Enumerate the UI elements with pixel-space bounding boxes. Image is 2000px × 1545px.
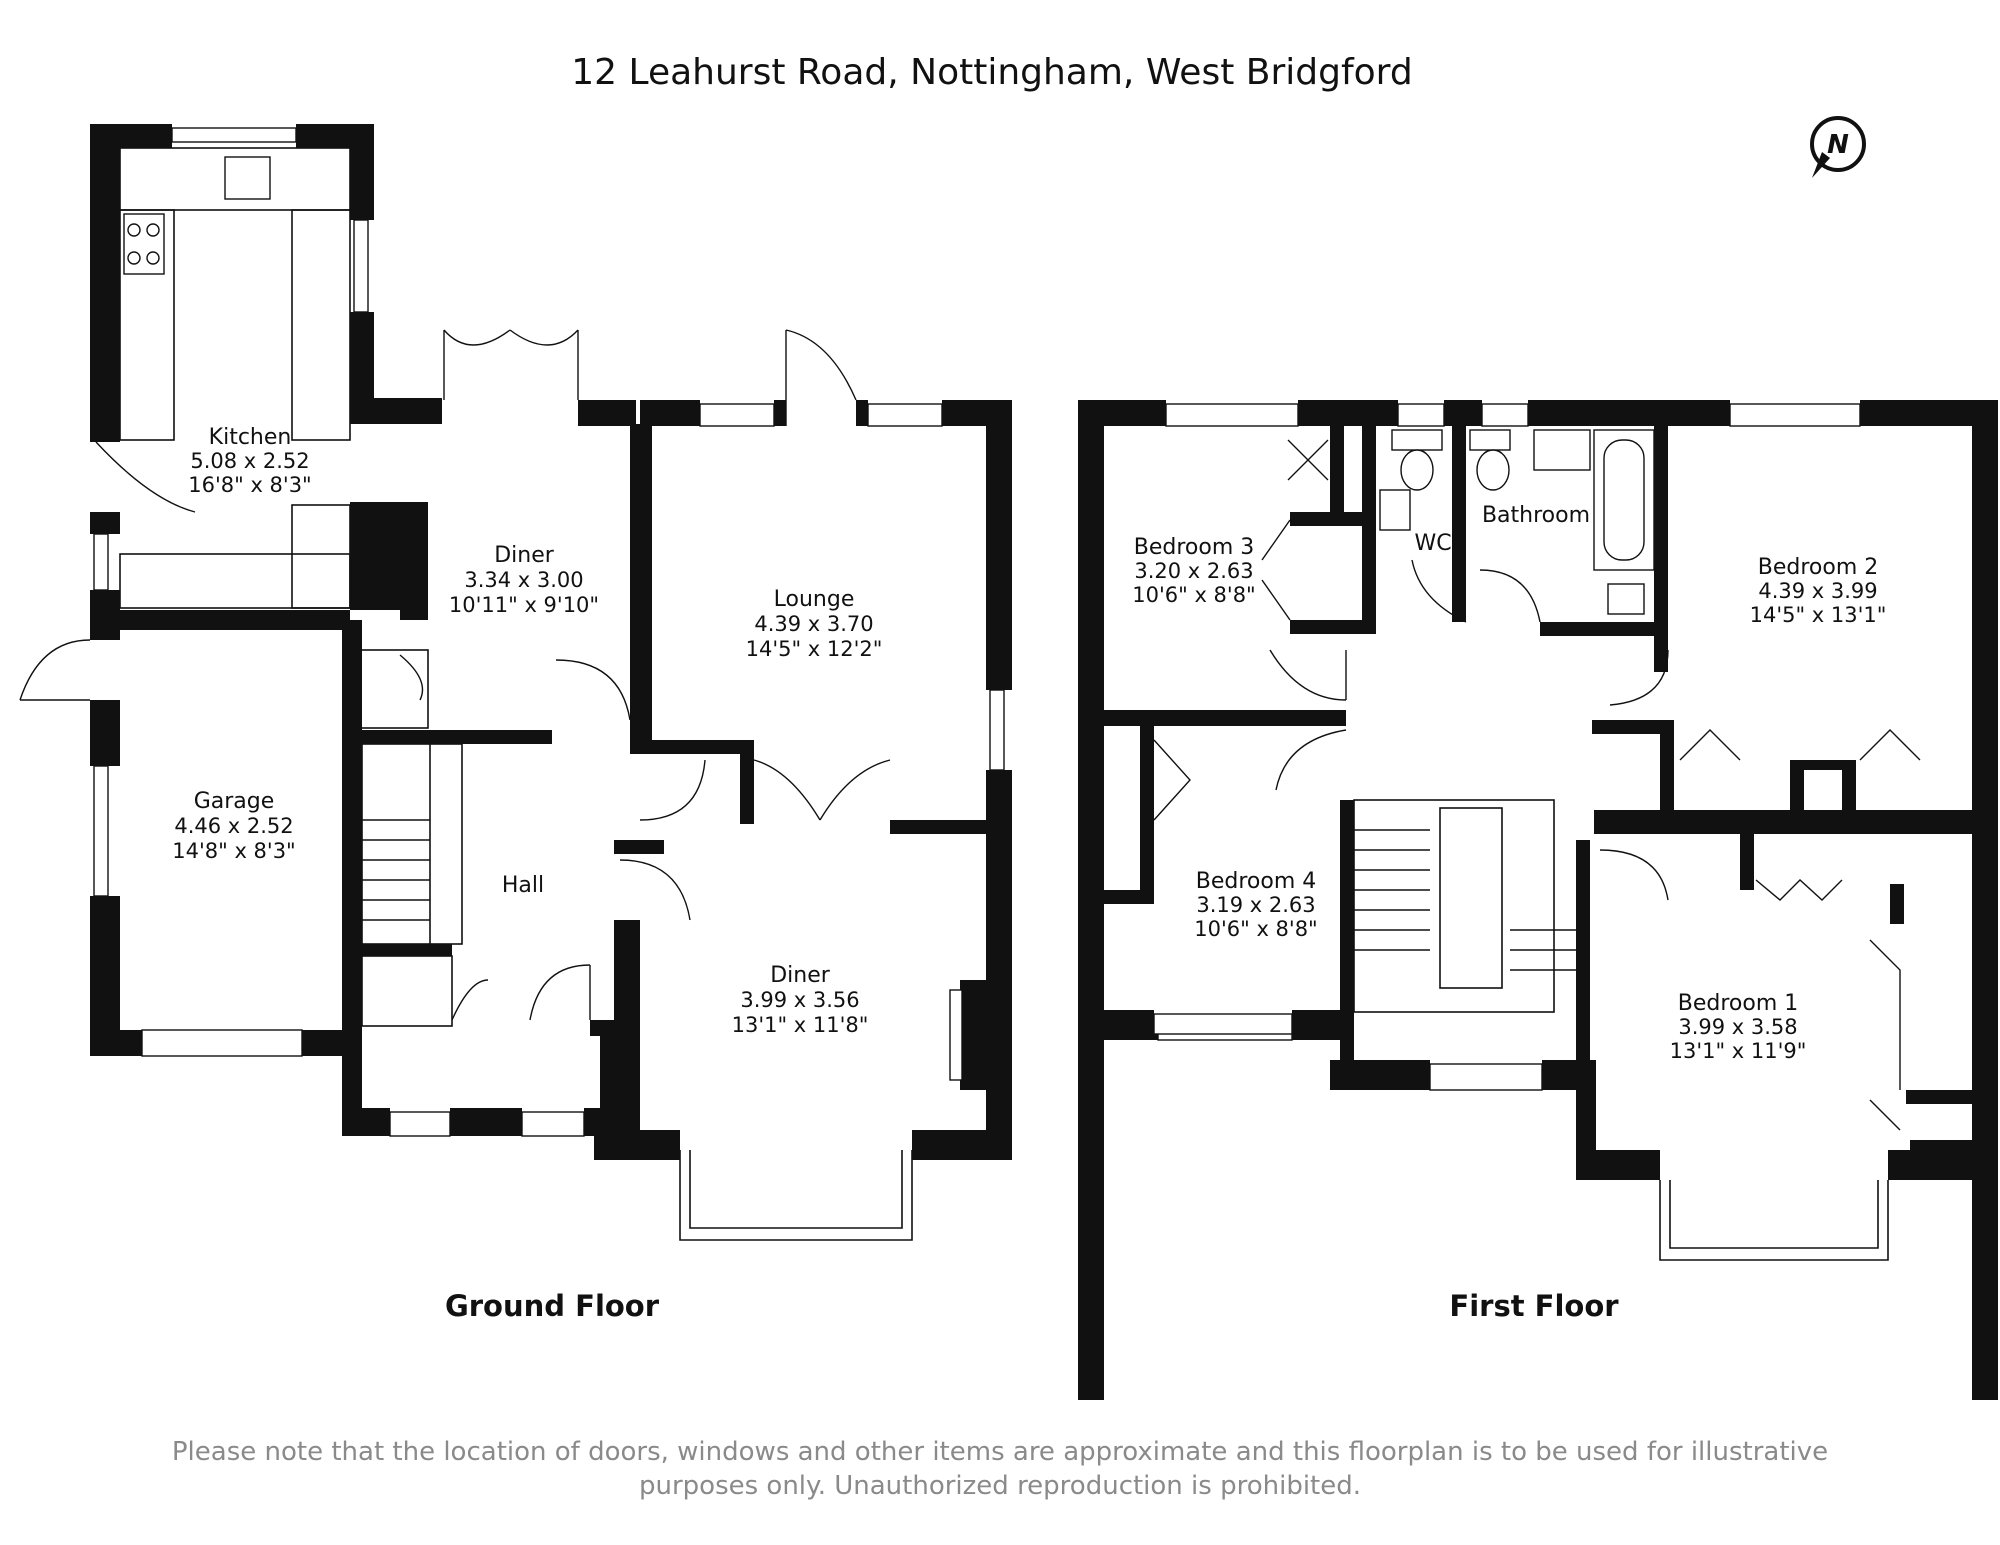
bedroom2-metric: 4.39 x 3.99: [1758, 579, 1877, 603]
diner-rear-imperial: 10'11" x 9'10": [449, 593, 599, 617]
bedroom1-metric: 3.99 x 3.58: [1678, 1015, 1797, 1039]
garage-imperial: 14'8" x 8'3": [172, 839, 295, 863]
property-address-title: 12 Leahurst Road, Nottingham, West Bridg…: [571, 52, 1412, 93]
bedroom1-imperial: 13'1" x 11'9": [1670, 1039, 1807, 1063]
north-arrow-icon: N: [1810, 116, 1866, 178]
bedroom4-imperial: 10'6" x 8'8": [1194, 917, 1317, 941]
bedroom2-label: Bedroom 2: [1758, 555, 1879, 580]
diner-front-metric: 3.99 x 3.56: [740, 988, 859, 1012]
disclaimer-line-2: purposes only. Unauthorized reproduction…: [639, 1471, 1361, 1501]
hall-label: Hall: [502, 873, 544, 898]
lounge-label: Lounge: [774, 587, 855, 612]
bedroom3-label: Bedroom 3: [1134, 535, 1255, 560]
ground-floor-label: Ground Floor: [445, 1289, 660, 1323]
bathroom-label: Bathroom: [1482, 503, 1590, 528]
bedroom3-metric: 3.20 x 2.63: [1134, 559, 1253, 583]
kitchen-metric: 5.08 x 2.52: [190, 449, 309, 473]
garage-label: Garage: [194, 789, 275, 814]
diner-front-imperial: 13'1" x 11'8": [732, 1013, 869, 1037]
bedroom3-imperial: 10'6" x 8'8": [1132, 583, 1255, 607]
kitchen-label: Kitchen: [209, 425, 292, 450]
kitchen-imperial: 16'8" x 8'3": [188, 473, 311, 497]
diner-rear-metric: 3.34 x 3.00: [464, 568, 583, 592]
lounge-metric: 4.39 x 3.70: [754, 612, 873, 636]
first-floor-label: First Floor: [1449, 1289, 1619, 1323]
garage-metric: 4.46 x 2.52: [174, 814, 293, 838]
diner-front-label: Diner: [770, 963, 831, 988]
bedroom4-metric: 3.19 x 2.63: [1196, 893, 1315, 917]
bedroom1-label: Bedroom 1: [1678, 991, 1799, 1016]
disclaimer-line-1: Please note that the location of doors, …: [172, 1437, 1828, 1467]
ground-floor-plan: [19, 124, 1012, 1241]
compass-letter: N: [1827, 130, 1849, 160]
diner-rear-label: Diner: [494, 543, 555, 568]
wc-label: WC: [1414, 531, 1451, 556]
first-floor-plan: [1078, 400, 1998, 1400]
bedroom4-label: Bedroom 4: [1196, 869, 1317, 894]
bedroom2-imperial: 14'5" x 13'1": [1750, 603, 1887, 627]
lounge-imperial: 14'5" x 12'2": [746, 637, 883, 661]
